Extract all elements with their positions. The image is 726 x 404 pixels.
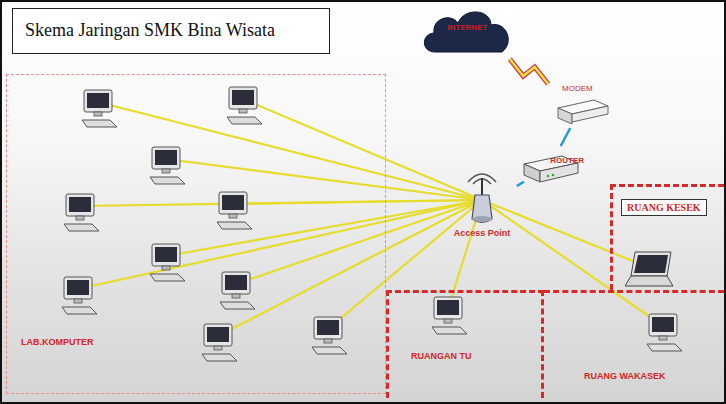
lightning-link (510, 59, 548, 84)
wireless-link (98, 102, 482, 200)
node-label: RUANG WAKASEK (584, 371, 666, 381)
modem-side (572, 106, 608, 122)
connector-line (517, 182, 524, 186)
antenna (481, 178, 483, 195)
computer-icon (150, 244, 185, 281)
laptop-icon (625, 252, 673, 286)
router-led (552, 174, 555, 177)
node-label-group: RUANG WAKASEK (584, 371, 666, 381)
access-point-symbol (440, 170, 524, 226)
cable-link (517, 182, 524, 186)
room-zone: RUANGAN TU (386, 290, 544, 398)
node-label: LAB.KOMPUTER (21, 337, 94, 347)
node-label-group: Access Point (440, 228, 524, 238)
computers (62, 87, 682, 361)
wireless-links (78, 99, 663, 336)
router-front (524, 164, 540, 182)
node-label: RUANGAN TU (411, 351, 472, 361)
router-node: ROUTER (516, 146, 584, 186)
room-zone: RUANG WAKASEK (544, 290, 724, 398)
node-label-group: RUANGAN TU (411, 351, 472, 361)
computer-icon (227, 87, 262, 124)
computer-icon (150, 147, 185, 184)
access-point-body (472, 195, 492, 223)
computer-icon (647, 314, 682, 351)
node-label-group: MODEM (562, 84, 593, 93)
modem-node: MODEM (548, 84, 616, 128)
modem-front (558, 108, 572, 124)
router-side (540, 163, 578, 182)
diagram-title: Skema Jaringan SMK Bina Wisata (25, 20, 275, 40)
computer-icon (217, 192, 252, 229)
router-led (547, 175, 550, 178)
node-label: Access Point (440, 228, 524, 238)
ap-node: Access Point (440, 170, 524, 244)
wireless-link (233, 200, 482, 204)
wireless-link (78, 200, 482, 289)
cloud-node: INTERNET (420, 4, 515, 59)
computer-icon (202, 324, 237, 361)
node-label: RUANG KESEK (627, 202, 701, 213)
node-label-group: ROUTER (550, 156, 584, 165)
node-label: ROUTER (550, 156, 584, 165)
room-zone: LAB.KOMPUTER (6, 74, 386, 394)
connector-line (510, 59, 548, 84)
computer-icon (64, 194, 99, 231)
node-label-group: RUANG KESEK (621, 199, 707, 216)
computer-icon (62, 277, 97, 314)
cable-link (561, 128, 571, 146)
node-label: MODEM (562, 84, 593, 93)
node-label-group: LAB.KOMPUTER (21, 337, 94, 347)
modem-symbol (554, 98, 610, 126)
computer-icon (82, 90, 117, 127)
node-label: INTERNET (420, 23, 515, 32)
connector-line (510, 59, 548, 84)
computer-icon (220, 272, 255, 309)
access-point-base (472, 216, 492, 222)
connector-line (561, 128, 571, 146)
title-box: Skema Jaringan SMK Bina Wisata (12, 8, 330, 54)
wireless-link (166, 200, 482, 256)
wireless-link (166, 159, 482, 200)
wireless-link (80, 200, 482, 206)
computer-icon (432, 297, 467, 334)
wireless-link (236, 200, 482, 284)
room-zone: RUANG KESEK (610, 184, 724, 290)
wireless-link (218, 200, 482, 336)
node-label-group: INTERNET (420, 23, 515, 32)
computer-icon (312, 317, 347, 354)
